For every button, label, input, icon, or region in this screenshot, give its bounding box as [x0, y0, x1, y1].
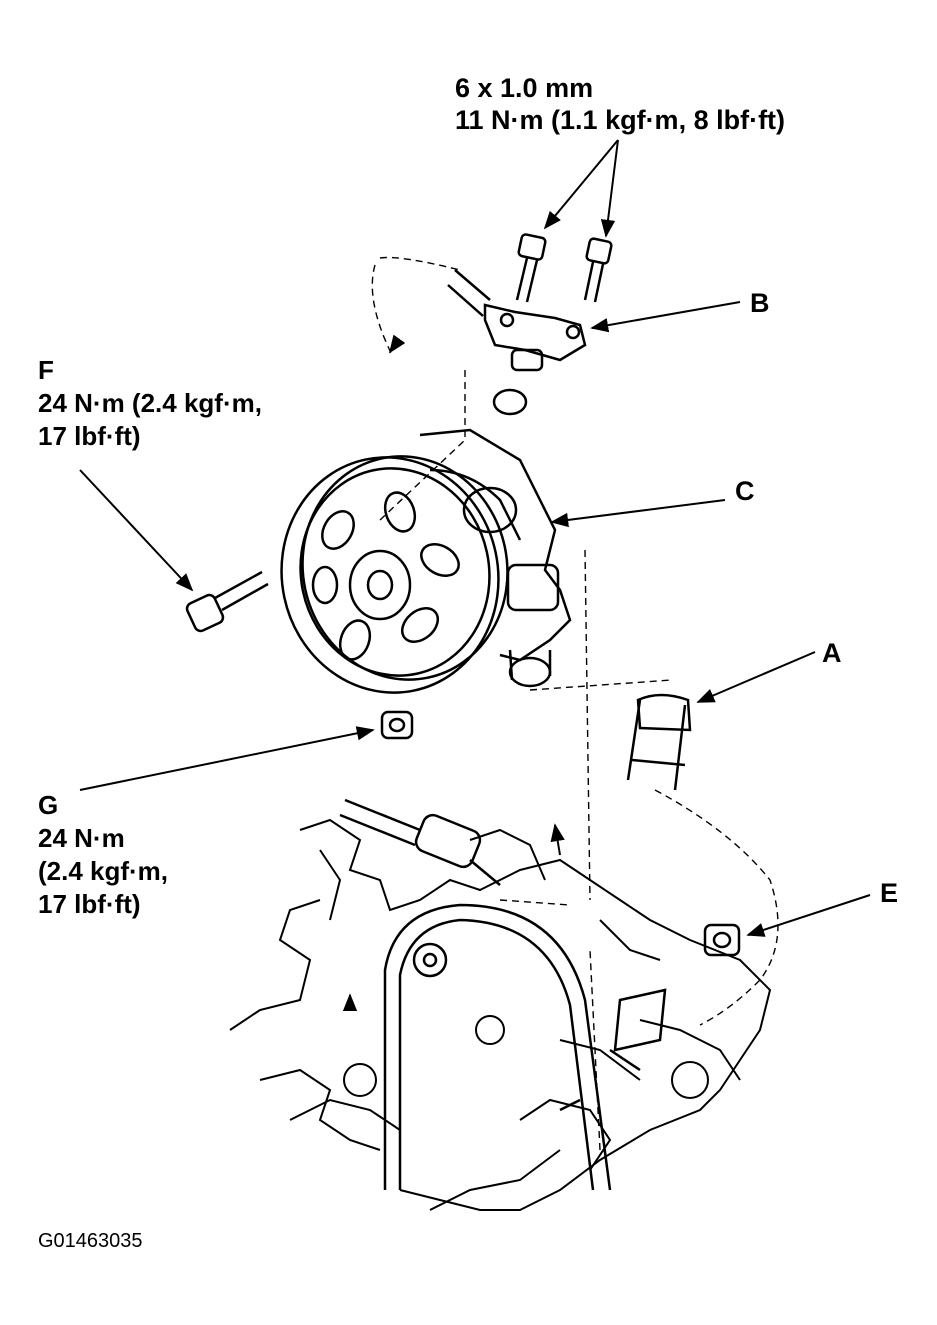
callout-a: A: [822, 638, 842, 668]
label-g-torque-line1: 24 N·m: [38, 823, 125, 853]
figure-code: G01463035: [38, 1230, 143, 1252]
pump-pulley: [280, 455, 509, 694]
hose-lower: [339, 798, 501, 886]
label-f-torque-line1: 24 N·m (2.4 kgf·m,: [38, 388, 262, 418]
flange-bolts: [515, 233, 613, 303]
bracket-nut-e: [559, 923, 741, 1112]
engine-block: [229, 818, 772, 1211]
hose-flange: [447, 269, 587, 372]
callout-e: E: [880, 878, 899, 908]
mounting-nut-g: [380, 710, 414, 740]
label-f-letter: F: [38, 355, 54, 385]
torque-spec-top-line2: 11 N·m (1.1 kgf·m, 8 lbf·ft): [455, 105, 786, 135]
mounting-bolt-f: [185, 570, 269, 633]
assembly-guides: [371, 256, 779, 1151]
label-g-letter: G: [38, 790, 59, 820]
label-g-torque-line2: (2.4 kgf·m,: [38, 856, 169, 886]
leader-arrows: [79, 139, 871, 1012]
inlet-hose: [626, 693, 692, 791]
label-g-torque-line3: 17 lbf·ft): [38, 889, 141, 919]
drive-belt: [383, 903, 612, 1191]
label-f-torque-line2: 17 lbf·ft): [38, 421, 141, 451]
callout-c: C: [735, 476, 755, 506]
callout-b: B: [750, 288, 770, 318]
o-ring: [492, 388, 528, 416]
torque-spec-top-line1: 6 x 1.0 mm: [455, 73, 594, 103]
pump-body: [419, 428, 572, 688]
